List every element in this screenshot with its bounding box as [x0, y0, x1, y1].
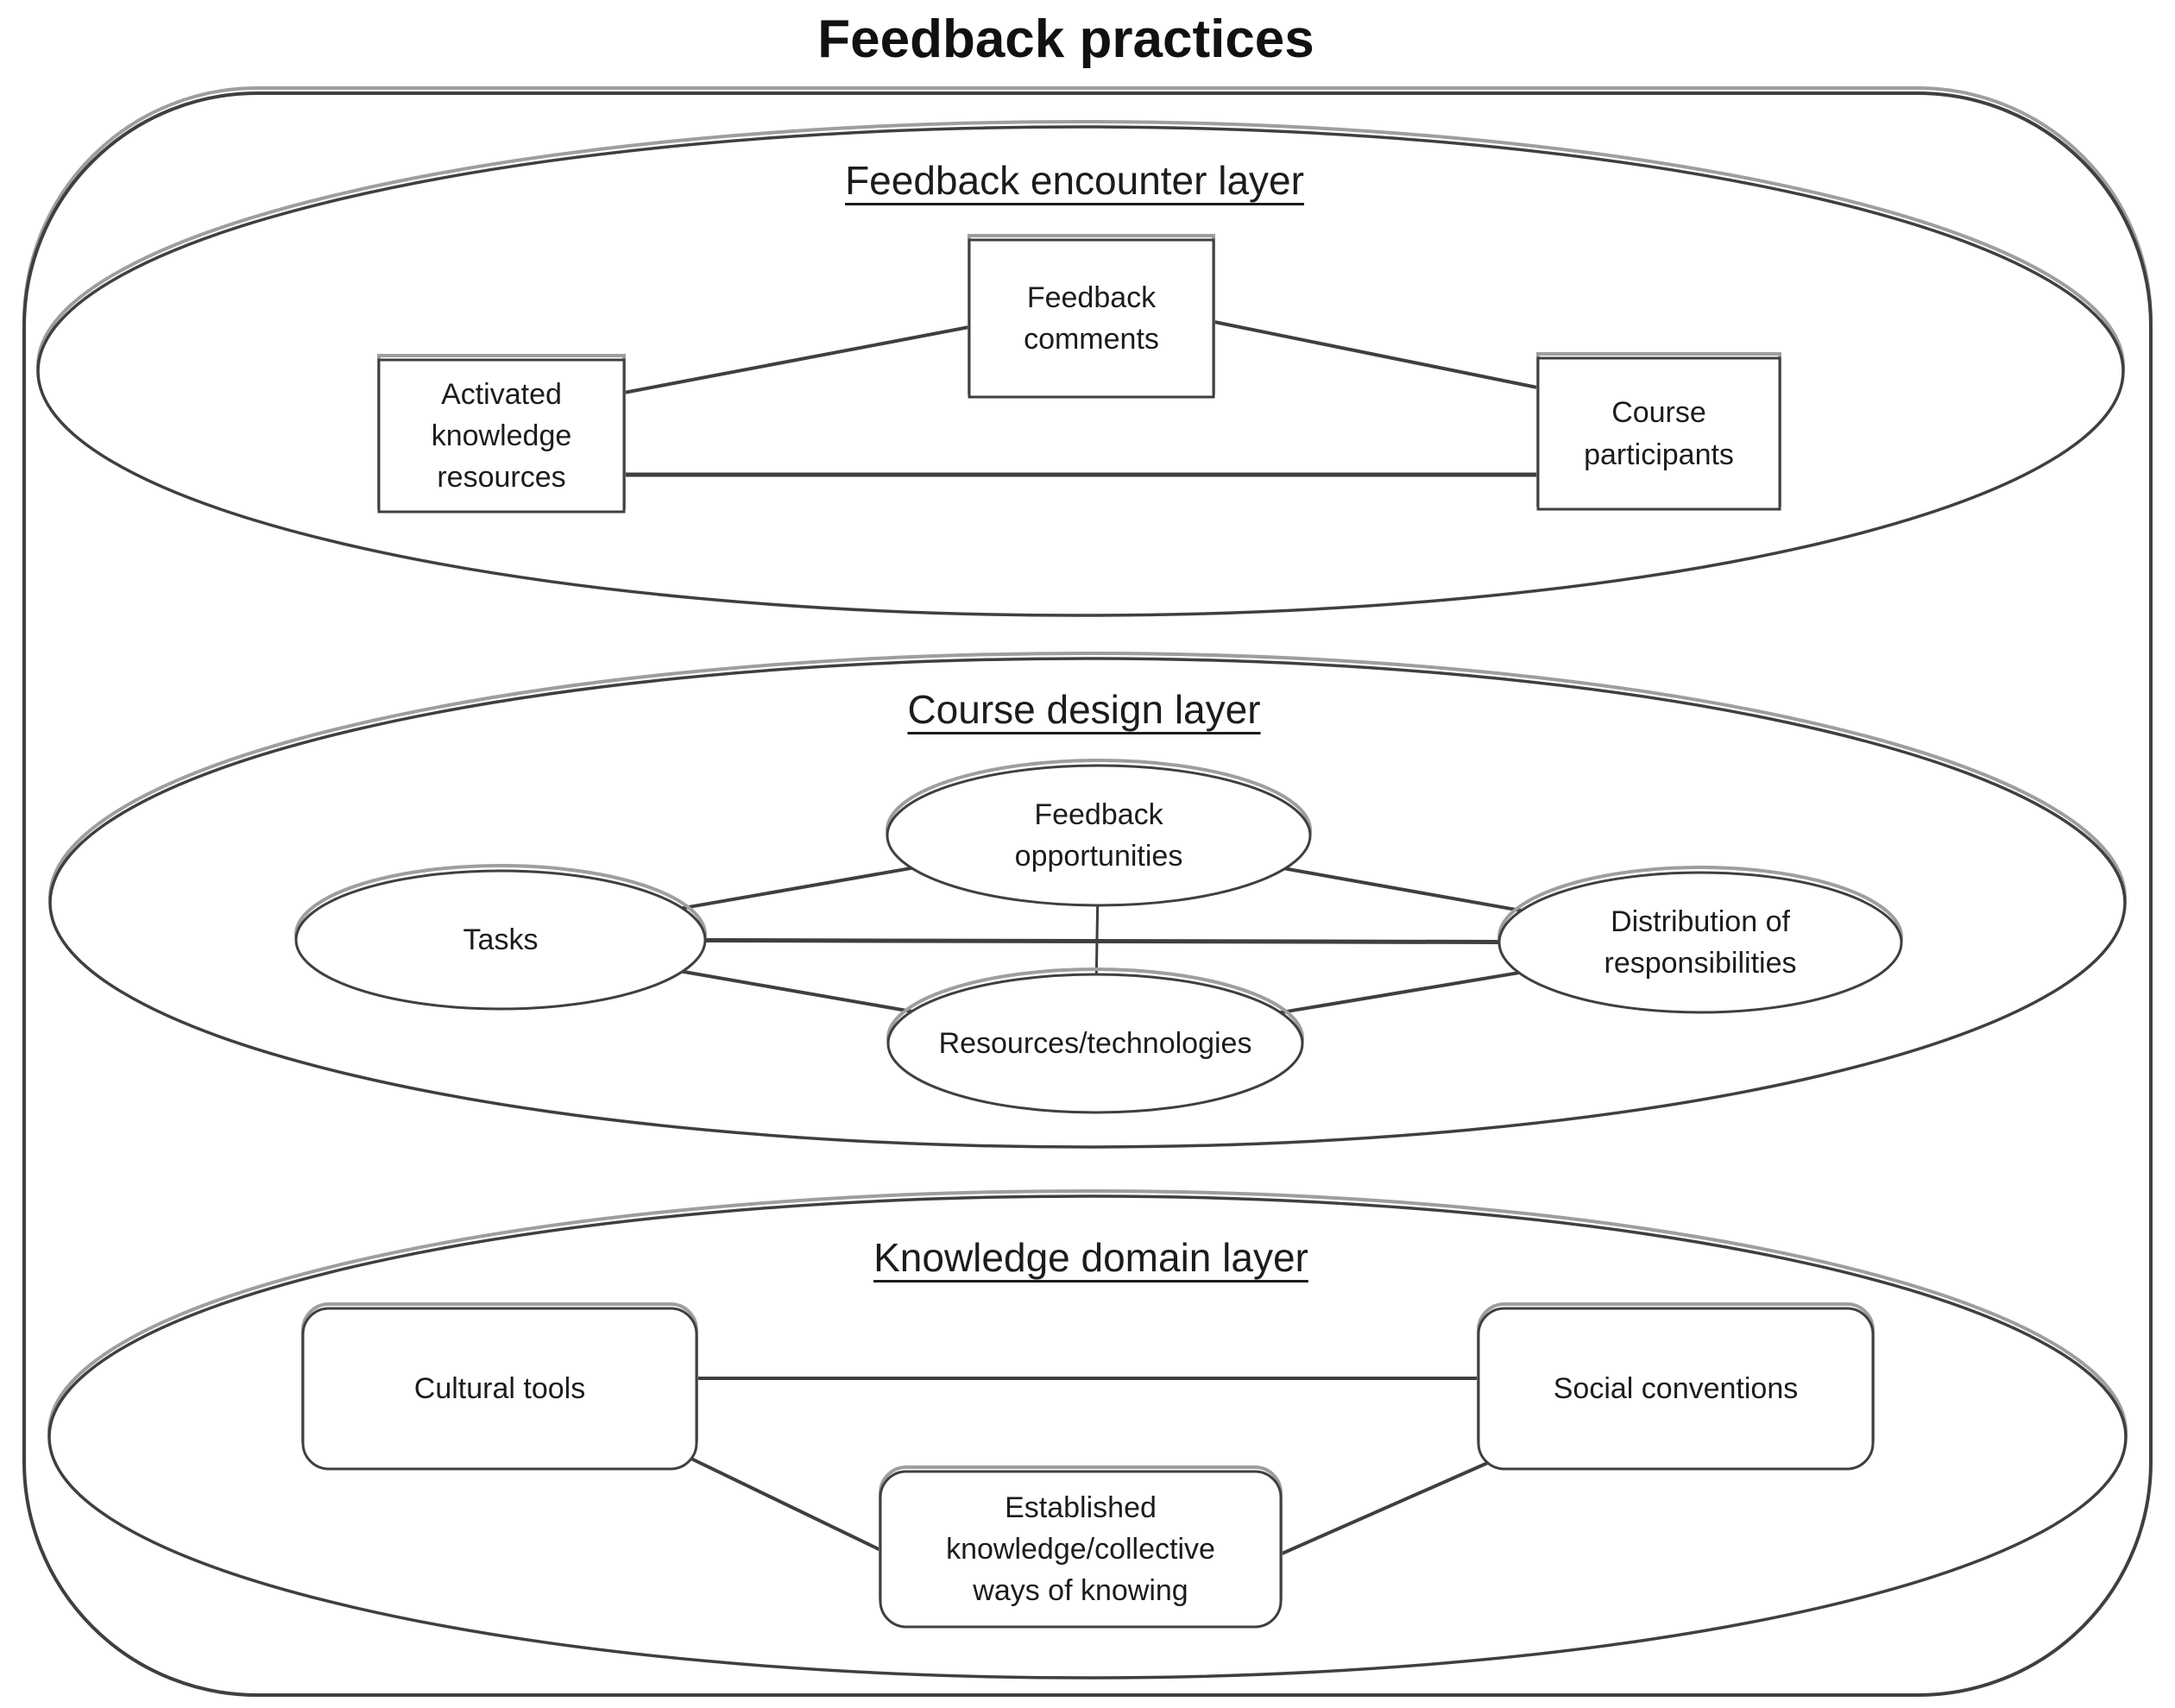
resources-technologies-label: Resources/technologies [938, 1026, 1252, 1060]
distribution-of-responsibilities-ellipse [1497, 871, 1903, 1014]
social-conventions-label: Social conventions [1553, 1371, 1799, 1405]
course-design-layer-title-text: Course design layer [907, 687, 1261, 733]
feedback-comments-box [968, 238, 1215, 399]
connector-activated-to-comments [623, 325, 974, 394]
feedback-opportunities-ellipse [886, 764, 1312, 907]
page-title: Feedback practices [817, 9, 1314, 69]
feedback-encounter-layer-title: Feedback encounter layer [643, 154, 1506, 209]
established-knowledge-box [879, 1470, 1283, 1629]
cultural-tools-label: Cultural tools [413, 1371, 586, 1405]
activated-knowledge-resources-label: Activated knowledge resources [431, 377, 572, 495]
course-participants-label: Course participants [1584, 396, 1734, 471]
distribution-of-responsibilities-label: Distribution of responsibilities [1604, 904, 1797, 980]
feedback-comments-label: Feedback comments [1024, 280, 1159, 356]
course-design-layer-title: Course design layer [652, 683, 1516, 738]
knowledge-domain-layer-title: Knowledge domain layer [659, 1231, 1522, 1286]
feedback-encounter-layer-title-text: Feedback encounter layer [845, 158, 1304, 204]
social-conventions-box [1477, 1307, 1875, 1471]
connector-established-to-social [1242, 1457, 1498, 1572]
knowledge-domain-layer-title-text: Knowledge domain layer [873, 1235, 1308, 1281]
activated-knowledge-resources-box [377, 358, 626, 514]
feedback-opportunities-label: Feedback opportunities [1014, 797, 1183, 873]
established-knowledge-label: Established knowledge/collective ways of… [946, 1491, 1215, 1608]
cultural-tools-box [301, 1307, 698, 1471]
resources-technologies-ellipse [886, 973, 1304, 1114]
tasks-label: Tasks [463, 923, 539, 956]
connector-comments-to-participants [1209, 319, 1542, 390]
course-participants-box [1536, 356, 1781, 511]
tasks-ellipse [294, 869, 707, 1011]
